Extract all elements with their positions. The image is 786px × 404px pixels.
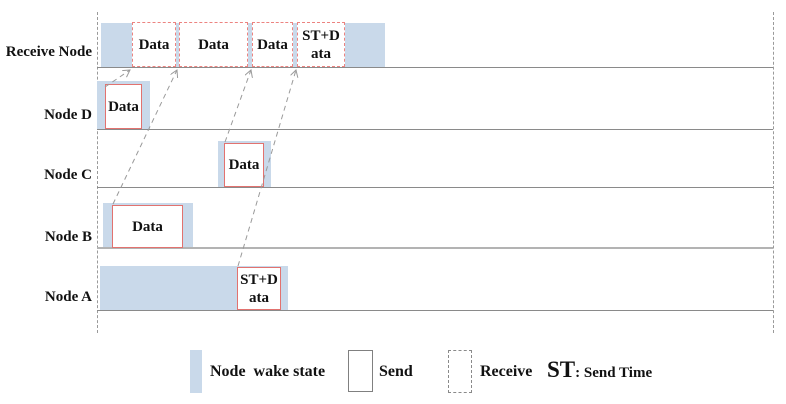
- row-label-node-c: Node C: [44, 167, 92, 183]
- row-label-receive-node: Receive Node: [5, 44, 92, 60]
- legend-receive-box: [448, 350, 472, 393]
- send-block-node-b: Data: [112, 205, 183, 248]
- receive-block-4: ST+D ata: [297, 22, 345, 67]
- row-label-node-d: Node D: [44, 107, 92, 123]
- send-block-node-d: Data: [105, 84, 142, 129]
- receive-block-1: Data: [132, 22, 176, 67]
- legend-send-time-note: ST: Send Time: [547, 357, 652, 383]
- timeline-start-dashed-line: [97, 12, 98, 333]
- send-block-node-c: Data: [224, 143, 264, 187]
- legend: Node wake state Send Receive ST: Send Ti…: [0, 345, 786, 400]
- row-line-node-c: [97, 187, 773, 188]
- row-label-node-a: Node A: [44, 289, 92, 305]
- timeline-end-dashed-line: [773, 12, 774, 333]
- legend-receive-label: Receive: [480, 363, 533, 380]
- send-block-node-a: ST+D ata: [237, 267, 281, 310]
- row-line-receive-node: [97, 67, 773, 68]
- legend-st-abbr: ST: [547, 357, 576, 382]
- row-label-node-b: Node B: [44, 229, 92, 245]
- row-line-node-a: [97, 310, 773, 311]
- legend-send-label: Send: [379, 363, 413, 380]
- receive-block-2: Data: [179, 22, 248, 67]
- arrow-node-c-to-receive: [224, 70, 251, 143]
- legend-send-box: [348, 350, 373, 392]
- receive-block-3: Data: [252, 22, 293, 67]
- legend-wake-swatch: [190, 350, 202, 393]
- row-line-node-d: [97, 129, 773, 130]
- row-line-node-b: [97, 247, 773, 249]
- legend-st-definition: : Send Time: [575, 365, 653, 381]
- legend-wake-label: Node wake state: [210, 363, 326, 380]
